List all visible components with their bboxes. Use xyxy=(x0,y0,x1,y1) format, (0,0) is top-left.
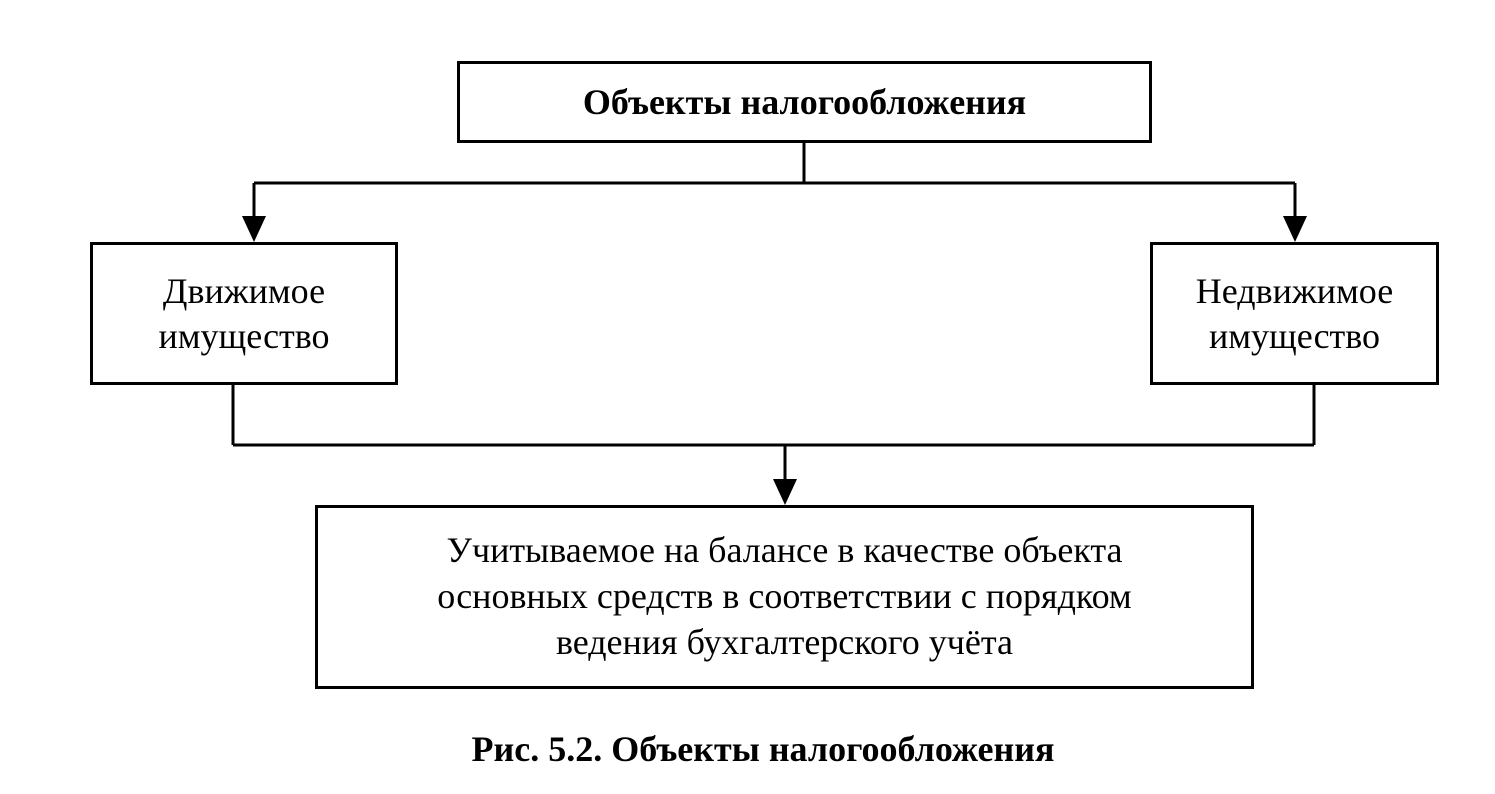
arrowhead-to-right xyxy=(1283,216,1307,242)
arrowhead-to-left xyxy=(242,216,266,242)
node-balance-fixed-assets: Учитываемое на балансе в качестве объект… xyxy=(315,505,1254,689)
arrowhead-to-result xyxy=(773,479,797,505)
node-movable-property-label: Движимое имущество xyxy=(158,270,330,356)
figure-caption: Рис. 5.2. Объекты налогообложения xyxy=(471,729,1055,769)
node-root: Объекты налогообложения xyxy=(457,61,1152,143)
node-immovable-property-label: Недвижимое имущество xyxy=(1195,270,1394,356)
node-balance-fixed-assets-label: Учитываемое на балансе в качестве объект… xyxy=(437,530,1132,662)
node-immovable-property: Недвижимое имущество xyxy=(1150,242,1439,385)
node-root-label: Объекты налогообложения xyxy=(582,81,1027,122)
node-movable-property: Движимое имущество xyxy=(90,242,398,385)
